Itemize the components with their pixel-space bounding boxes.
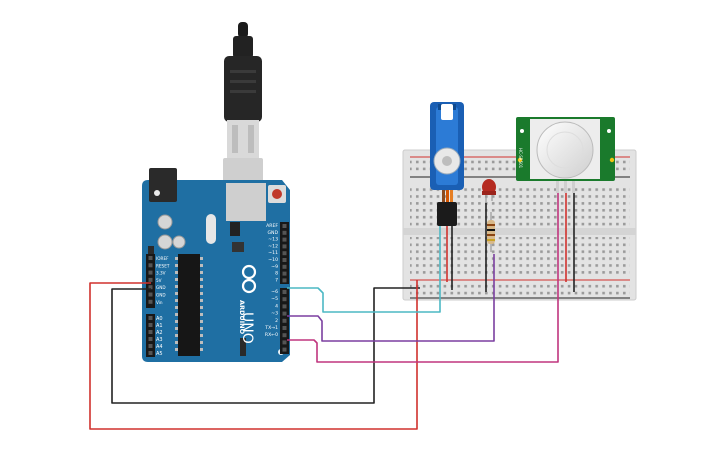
wire-servo-signal[interactable] (287, 226, 441, 313)
capacitor-1 (157, 214, 173, 230)
power-pin-label: RESET (156, 263, 170, 268)
digital-pin-label: ~13 (268, 237, 278, 243)
digital-pin-label: 8 (275, 271, 278, 277)
servo-connector (437, 202, 457, 226)
crystal (206, 214, 216, 244)
analog-pin-label: A3 (156, 337, 163, 343)
pir-label: HC-SR501 (518, 148, 523, 169)
digital-pin-label: 2 (275, 318, 278, 324)
power-pin-label: 3.3V (156, 271, 166, 276)
power-pin-label: GND (156, 285, 166, 290)
led-red[interactable] (482, 179, 496, 203)
analog-pin-label: A5 (156, 351, 163, 357)
power-pin-label: 5V (156, 278, 162, 283)
capacitor-3 (172, 235, 186, 249)
analog-pin-label: A2 (156, 330, 163, 336)
servo-horn[interactable] (441, 104, 453, 120)
digital-pin-label: ~9 (271, 264, 278, 270)
resistor[interactable] (487, 212, 495, 252)
wire-gnd[interactable] (111, 287, 420, 404)
arduino-model-label: UNO (239, 312, 255, 344)
regulator (230, 222, 240, 236)
digital-pin-label: ~5 (271, 296, 278, 302)
power-jack (149, 168, 177, 202)
usb-port (226, 183, 266, 221)
atmega-chip (178, 254, 200, 356)
digital-pin-label: AREF (266, 223, 278, 229)
digital-pin-label: ~12 (268, 243, 278, 249)
power-pin-label: IOREF (156, 256, 169, 261)
pir-sensor[interactable]: HC-SR501 (516, 117, 615, 193)
digital-pin-label: 7 (275, 277, 278, 283)
analog-header[interactable] (146, 314, 155, 357)
digital-pin-label: ~3 (271, 311, 278, 317)
digital-pin-label: GND (267, 230, 278, 236)
power-pin-label: Vin (156, 300, 163, 305)
capacitor-2 (157, 234, 173, 250)
digital-pin-label: ~6 (271, 289, 278, 295)
wire-5v[interactable] (89, 280, 418, 430)
arduino-brand-label: ARDUINO (238, 300, 246, 335)
wires[interactable] (89, 193, 575, 430)
analog-pin-label: A4 (156, 344, 163, 350)
wire-pir-out[interactable] (287, 193, 559, 363)
reset-button[interactable] (272, 189, 282, 199)
small-chip (232, 242, 244, 252)
arduino-logo (241, 264, 257, 294)
wire-led[interactable] (287, 254, 495, 342)
digital-pin-label: ~10 (268, 257, 278, 263)
analog-pin-label: A1 (156, 323, 163, 329)
servo-motor[interactable] (430, 102, 464, 226)
digital-pin-label: TX→1 (264, 325, 278, 331)
usb-cable (223, 22, 263, 202)
digital-pin-label: 4 (275, 303, 278, 309)
power-pin-label: GND (156, 293, 166, 298)
digital-pin-label: ~11 (268, 250, 278, 256)
analog-pin-label: A0 (156, 316, 163, 322)
digital-pin-label: RX←0 (265, 332, 278, 338)
